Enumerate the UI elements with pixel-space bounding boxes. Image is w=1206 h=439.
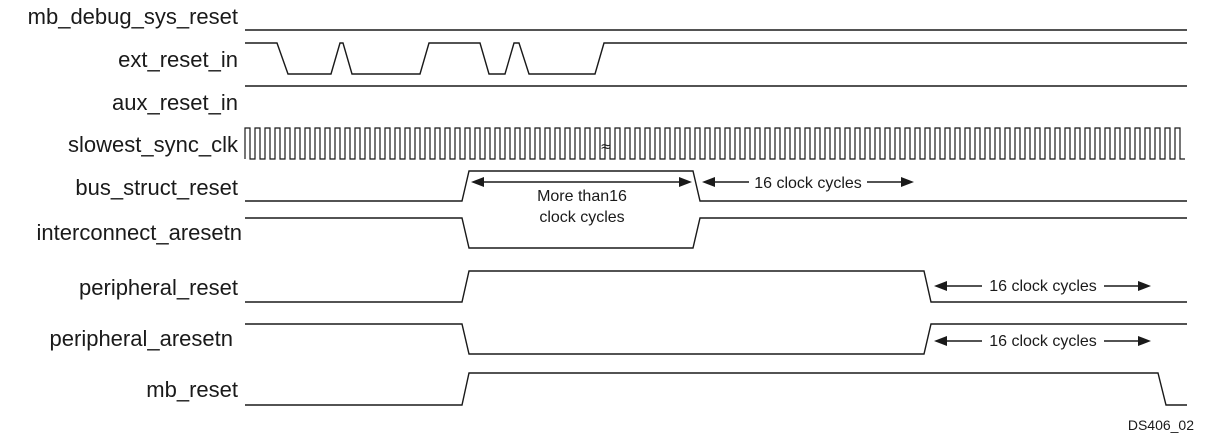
signal-label-slowest-sync-clk: slowest_sync_clk bbox=[68, 132, 239, 157]
more-than-16-cycles-label-line2: clock cycles bbox=[539, 209, 624, 226]
figure-id: DS406_02 bbox=[1128, 417, 1194, 433]
more-than-16-cycles-arrow bbox=[471, 177, 692, 187]
signal-label-mb-reset: mb_reset bbox=[146, 377, 238, 402]
signal-label-aux-reset-in: aux_reset_in bbox=[112, 90, 238, 115]
peripheral-aresetn-16-cycles-arrow bbox=[934, 336, 1151, 346]
waveform-bus-struct-reset bbox=[245, 170, 1187, 202]
waveform-ext-reset-in bbox=[245, 42, 1187, 75]
signal-label-mb-debug-sys-reset: mb_debug_sys_reset bbox=[28, 4, 238, 29]
waveform-slowest-sync-clk bbox=[244, 127, 1185, 160]
waveform-peripheral-reset bbox=[245, 270, 1187, 303]
bus-struct-16-cycles-arrow bbox=[702, 177, 914, 187]
waveform-peripheral-aresetn bbox=[245, 323, 1187, 355]
signal-label-interconnect-aresetn: interconnect_aresetn bbox=[37, 220, 242, 245]
peripheral-reset-16-cycles-arrow bbox=[934, 281, 1151, 291]
bus-struct-16-cycles-label: 16 clock cycles bbox=[754, 175, 862, 192]
signal-label-ext-reset-in: ext_reset_in bbox=[118, 47, 238, 72]
waveform-interconnect-aresetn bbox=[245, 217, 1187, 249]
signal-label-bus-struct-reset: bus_struct_reset bbox=[75, 175, 238, 200]
clock-square-wave bbox=[244, 127, 1185, 160]
peripheral-aresetn-16-cycles-label: 16 clock cycles bbox=[989, 333, 1097, 350]
clock-break-mark: ≈ bbox=[600, 139, 612, 155]
waveform-mb-reset bbox=[245, 372, 1187, 406]
signal-label-peripheral-reset: peripheral_reset bbox=[79, 275, 238, 300]
more-than-16-cycles-label-line1: More than16 bbox=[537, 188, 627, 205]
signal-label-peripheral-aresetn: peripheral_aresetn bbox=[50, 326, 233, 351]
peripheral-reset-16-cycles-label: 16 clock cycles bbox=[989, 278, 1097, 295]
